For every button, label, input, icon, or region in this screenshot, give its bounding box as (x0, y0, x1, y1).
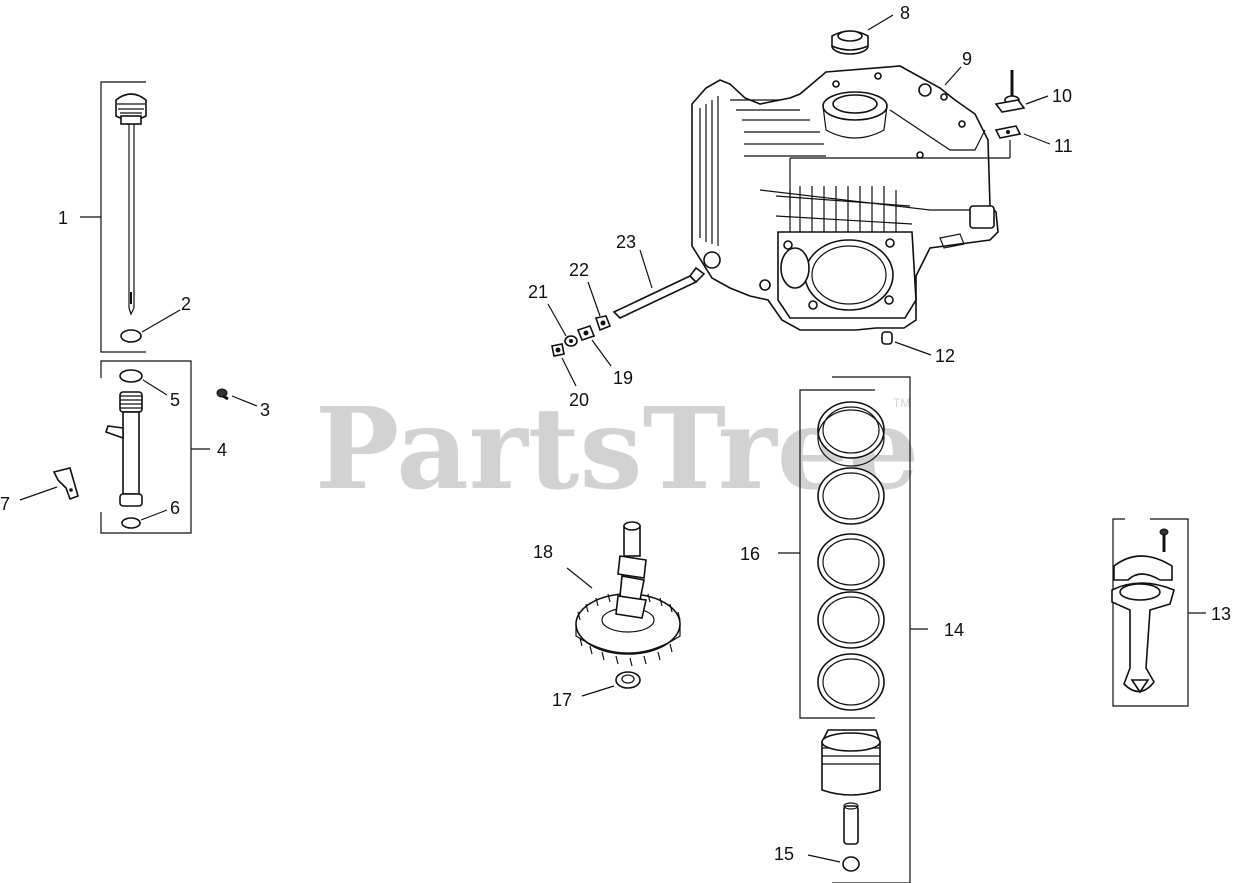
callout-13: 13 (1211, 604, 1231, 624)
callout-2: 2 (181, 294, 191, 314)
callout-1: 1 (58, 208, 68, 228)
part-6-o-ring[interactable] (121, 509, 168, 529)
part-17-washer[interactable] (581, 671, 641, 697)
part-2-o-ring[interactable] (120, 309, 181, 343)
callout-5: 5 (170, 390, 180, 410)
part-10-stud-bolt[interactable] (994, 70, 1049, 113)
part-12-dowel[interactable] (881, 331, 932, 356)
part-1-dipstick[interactable] (80, 81, 147, 353)
part-22-washer[interactable] (587, 281, 612, 332)
callout-8: 8 (900, 3, 910, 23)
part-5-o-ring[interactable] (119, 369, 168, 396)
callout-23: 23 (616, 232, 636, 252)
callout-12: 12 (935, 346, 955, 366)
callout-19: 19 (613, 368, 633, 388)
part-7-clip[interactable] (19, 467, 79, 501)
callout-15: 15 (774, 844, 794, 864)
part-4-dipstick-tube[interactable] (100, 360, 210, 534)
callout-17: 17 (552, 690, 572, 710)
callout-4: 4 (217, 440, 227, 460)
callout-18: 18 (533, 542, 553, 562)
watermark-tm: TM (893, 396, 910, 410)
part-19-nut[interactable] (576, 325, 612, 367)
callout-9: 9 (962, 49, 972, 69)
callout-10: 10 (1052, 86, 1072, 106)
callouts: 1 2 3 4 5 6 7 8 9 10 11 12 13 14 15 16 1… (0, 3, 1231, 864)
callout-20: 20 (569, 390, 589, 410)
part-20-nut[interactable] (551, 343, 577, 387)
part-9-crankcase[interactable] (691, 65, 1011, 331)
callout-6: 6 (170, 498, 180, 518)
part-14-piston-assembly[interactable] (832, 376, 928, 883)
callout-11: 11 (1054, 136, 1073, 156)
part-13-connecting-rod[interactable] (1111, 518, 1206, 707)
callout-22: 22 (569, 260, 589, 280)
part-3-screw[interactable] (216, 388, 258, 407)
callout-16: 16 (740, 544, 760, 564)
part-16-piston-rings[interactable] (778, 389, 885, 719)
callout-7: 7 (0, 494, 10, 514)
part-11-clip[interactable] (994, 125, 1051, 145)
piston[interactable] (821, 729, 881, 845)
part-15-circlip[interactable] (807, 854, 860, 872)
part-21-washer[interactable] (547, 303, 578, 347)
part-23-tube[interactable] (612, 249, 706, 319)
callout-14: 14 (944, 620, 964, 640)
callout-3: 3 (260, 400, 270, 420)
part-8-seal[interactable] (831, 14, 894, 55)
part-18-camshaft[interactable] (566, 521, 681, 667)
callout-21: 21 (528, 282, 548, 302)
